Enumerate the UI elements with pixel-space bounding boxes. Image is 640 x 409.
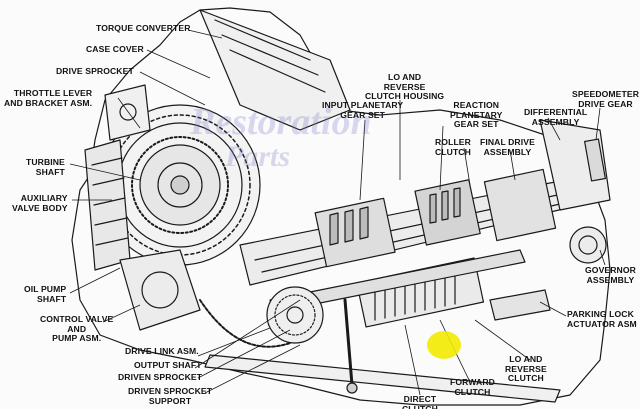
label-case-cover: CASE COVER xyxy=(86,44,144,54)
label-lo-reverse-housing: LO AND REVERSE CLUTCH HOUSING xyxy=(365,72,445,102)
leader-lines xyxy=(69,29,606,396)
label-output-shaft: OUTPUT SHAFT xyxy=(134,360,202,370)
drive-link-chain xyxy=(199,299,291,348)
label-speedometer: SPEEDOMETER DRIVE GEAR xyxy=(572,89,639,109)
label-control-valve: CONTROL VALVE AND PUMP ASM. xyxy=(40,314,114,344)
label-oil-pump-shaft: OIL PUMP SHAFT xyxy=(24,284,67,304)
label-drive-sprocket: DRIVE SPROCKET xyxy=(56,66,134,76)
label-driven-sprocket-support: DRIVEN SPROCKET SUPPORT xyxy=(128,386,213,406)
watermark-line1: Restoration xyxy=(190,101,372,143)
label-throttle-lever: THROTTLE LEVER AND BRACKET ASM. xyxy=(4,88,93,108)
label-roller-clutch: ROLLER CLUTCH xyxy=(435,137,471,157)
label-governor: GOVERNOR ASSEMBLY xyxy=(585,265,636,285)
label-input-planetary: INPUT PLANETARY GEAR SET xyxy=(322,100,404,120)
label-lo-reverse-clutch: LO AND REVERSE CLUTCH xyxy=(505,354,547,384)
label-final-drive: FINAL DRIVE ASSEMBLY xyxy=(480,137,535,157)
label-direct-clutch: DIRECT CLUTCH xyxy=(402,394,438,409)
watermark-line2: Parts xyxy=(225,140,291,173)
label-forward-clutch: FORWARD CLUTCH xyxy=(450,377,495,397)
input-planetary-gearset xyxy=(314,197,396,268)
label-differential: DIFFERENTIAL ASSEMBLY xyxy=(524,107,588,127)
label-drive-link: DRIVE LINK ASM. xyxy=(125,346,199,356)
final-drive-block xyxy=(483,168,557,242)
label-turbine-shaft: TURBINE SHAFT xyxy=(26,157,65,177)
label-parking-lock: PARKING LOCK ACTUATOR ASM xyxy=(567,309,637,329)
label-torque-converter: TORQUE CONVERTER xyxy=(96,23,191,33)
highlight-mark xyxy=(427,331,461,359)
label-driven-sprocket: DRIVEN SPROCKET xyxy=(118,372,203,382)
label-auxiliary-valve-body: AUXILIARY VALVE BODY xyxy=(12,193,68,213)
label-reaction-planetary: REACTION PLANETARY GEAR SET xyxy=(450,100,503,130)
